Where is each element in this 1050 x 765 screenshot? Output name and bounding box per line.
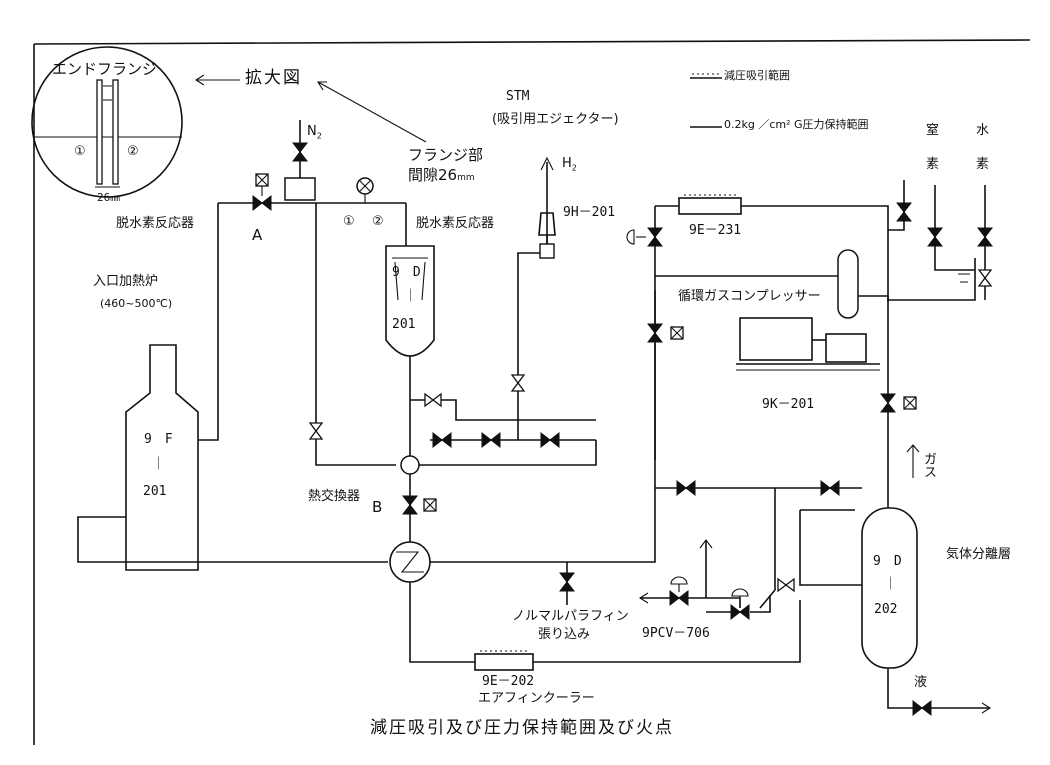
ejector-9h201 bbox=[538, 212, 556, 236]
heater-tag-dash: ｜ bbox=[152, 457, 166, 472]
pcv-tag: 9PCV－706 bbox=[642, 626, 710, 641]
separator-tag-dash: ｜ bbox=[884, 577, 898, 592]
nitrogen-label-bottom: 素 bbox=[926, 157, 940, 172]
flange-part-label: フランジ部 bbox=[408, 146, 484, 164]
inlet-temperature-label: (460~500℃) bbox=[100, 297, 173, 310]
air-cooler-9e202 bbox=[474, 653, 534, 671]
paraffin-label-2: 張り込み bbox=[538, 627, 591, 642]
reactor-right-label: 脱水素反応器 bbox=[416, 216, 495, 231]
hx-9e231 bbox=[678, 197, 742, 215]
reactor-left-label: 脱水素反応器 bbox=[116, 216, 195, 231]
reactor-9d201 bbox=[385, 245, 435, 357]
liquid-label: 液 bbox=[914, 675, 928, 690]
enlarged-arrow bbox=[194, 74, 240, 86]
end-flange-label: エンドフランジ bbox=[52, 60, 158, 78]
heat-exchanger-node bbox=[400, 455, 420, 475]
valve-b bbox=[402, 495, 418, 515]
flange-point-1: ① bbox=[343, 214, 355, 229]
compressor-label: 循環ガスコンプレッサー bbox=[678, 289, 821, 304]
end-flange-plate-left bbox=[96, 79, 103, 185]
enlarged-point-2: ② bbox=[127, 144, 139, 159]
gap-dimension-label: 26mm bbox=[97, 191, 120, 204]
hydrogen-label-top: 水 bbox=[976, 123, 990, 138]
inlet-heater-label: 入口加熱炉 bbox=[93, 274, 159, 289]
separator-9d202 bbox=[861, 507, 918, 669]
hx-top-tag: 9E－231 bbox=[689, 223, 742, 238]
ejector-tag: 9H－201 bbox=[563, 205, 616, 220]
compressor-motor bbox=[739, 317, 813, 361]
paraffin-label-1: ノルマルパラフィン bbox=[512, 609, 629, 624]
heater-tag-bottom: 201 bbox=[143, 484, 167, 499]
inlet-heater-9f201 bbox=[125, 344, 199, 571]
gas-label: ガス bbox=[921, 452, 936, 478]
legend-vacuum-text: 減圧吸引範囲 bbox=[724, 69, 790, 82]
separator-tag-bottom: 202 bbox=[874, 602, 898, 617]
enlarged-view-label: 拡大図 bbox=[245, 68, 302, 88]
valve-a-label: A bbox=[252, 226, 263, 244]
diagram-caption: 減圧吸引及び圧力保持範囲及び火点 bbox=[370, 718, 674, 738]
enlarged-point-1: ① bbox=[74, 144, 86, 159]
h2-label: H2 bbox=[562, 156, 577, 173]
valve-b-label: B bbox=[372, 498, 383, 516]
n2-inlet-box bbox=[284, 177, 316, 201]
compressor-drum bbox=[837, 249, 859, 319]
frame-top bbox=[33, 39, 1031, 45]
nitrogen-label-top: 窒 bbox=[926, 123, 940, 138]
reactor-tag-dash: ｜ bbox=[404, 289, 418, 304]
flange-gap-label: 間隙26mm bbox=[408, 166, 475, 184]
air-cooler-label: エアフィンクーラー bbox=[478, 691, 595, 706]
stm-label: STM bbox=[506, 89, 530, 104]
separator-label: 気体分離層 bbox=[946, 547, 1012, 562]
reactor-tag-top: 9 D bbox=[392, 265, 421, 280]
compressor-body bbox=[825, 333, 867, 363]
flange-point-2: ② bbox=[372, 214, 384, 229]
heater-tag-top: 9 F bbox=[144, 432, 173, 447]
compressor-tag: 9K－201 bbox=[762, 397, 815, 412]
reactor-tag-bottom: 201 bbox=[392, 317, 416, 332]
ejector-label: (吸引用エジェクター) bbox=[492, 112, 619, 127]
hydrogen-label-bottom: 素 bbox=[976, 157, 990, 172]
n2-label: N2 bbox=[307, 124, 322, 141]
heat-exchanger-label: 熱交換器 bbox=[308, 489, 361, 504]
valve-a bbox=[252, 195, 272, 211]
end-flange-plate-right bbox=[112, 79, 119, 185]
flange-gap-arrow bbox=[317, 81, 427, 143]
air-cooler-tag: 9E－202 bbox=[482, 674, 535, 689]
separator-tag-top: 9 D bbox=[873, 554, 902, 569]
enlarged-view-circle bbox=[31, 46, 183, 198]
legend-pressure-text: 0.2kg ／cm² G圧力保持範囲 bbox=[724, 118, 869, 131]
